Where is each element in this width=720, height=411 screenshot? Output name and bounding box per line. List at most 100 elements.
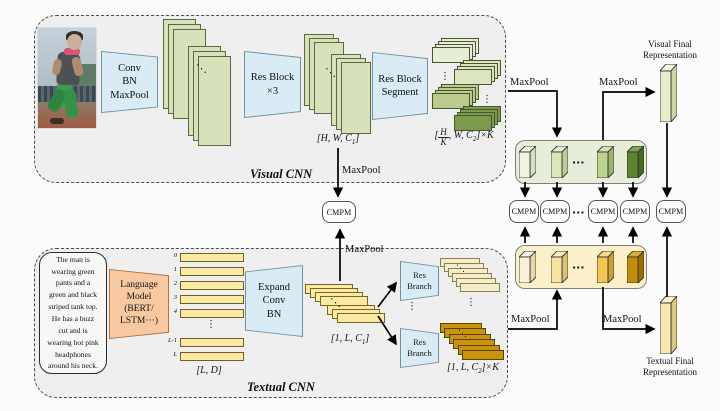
trapezoid-fill — [401, 329, 438, 367]
language-model-line: Model — [126, 292, 152, 303]
visual-segment-bar — [627, 146, 644, 178]
cmpm-module: CMPM — [509, 200, 539, 223]
token-row-bar — [180, 253, 244, 262]
photo-person-head — [67, 34, 82, 50]
expand-line: Conv — [262, 295, 286, 307]
token-row-bar — [180, 338, 244, 347]
trapezoid-fill — [102, 52, 157, 112]
maxpool-label: MaxPool — [511, 314, 550, 325]
textual-final-bar — [660, 296, 677, 354]
maxpool-label: MaxPool — [510, 77, 549, 88]
description-line: pants and a — [55, 278, 91, 288]
ellipsis-diagonal: ⋱ — [196, 62, 207, 75]
visual-feature-dims-label: [H, W, C1] — [316, 133, 360, 146]
visual-segment-bar — [519, 146, 536, 178]
pedestrian-image — [37, 27, 97, 129]
cmpm-module: CMPM — [588, 200, 618, 223]
branch-output-plank — [460, 283, 500, 292]
trapezoid-fill — [245, 52, 300, 117]
description-line: green and black — [48, 290, 98, 300]
textual-segment-bar — [597, 251, 614, 283]
language-model-line: Language — [120, 280, 158, 291]
cmpm-label: CMPM — [622, 207, 648, 216]
arrow-segments-to-container — [508, 90, 563, 138]
maxpool-label: MaxPool — [599, 77, 638, 88]
ellipsis-horizontal: ··· — [572, 156, 585, 169]
textual-cnn-title: Textual CNN — [247, 380, 315, 394]
description-line: wearing green — [51, 266, 95, 276]
token-row-bar — [180, 295, 244, 304]
conv-line: BN — [122, 76, 137, 88]
ellipsis-vertical: ⋮ — [407, 301, 417, 312]
token-row-bar — [180, 267, 244, 276]
res-branch-line: Res — [413, 270, 426, 281]
text-description-bubble: The man is wearing green pants and a gre… — [39, 252, 107, 374]
cmpm-label: CMPM — [658, 207, 684, 216]
description-line: striped tank top. — [48, 302, 98, 312]
token-row-bar — [180, 352, 244, 361]
visual-segment-bar — [597, 146, 614, 178]
cmpm-label: CMPM — [590, 207, 616, 216]
token-row-bar — [180, 281, 244, 290]
segment-block-line: Segment — [381, 87, 419, 98]
ellipsis-diagonal: ⋱ — [330, 296, 341, 309]
cmpm-label: CMPM — [542, 207, 568, 216]
maxpool-label: MaxPool — [342, 165, 381, 176]
cmpm-module: CMPM — [540, 200, 570, 223]
cmpm-module-global: CMPM — [656, 200, 686, 223]
ellipsis-diagonal: ⋱ — [325, 66, 336, 79]
token-row-label: 2 — [173, 280, 177, 287]
ellipsis-vertical: ⋮ — [440, 71, 450, 82]
cmpm-module-center: CMPM — [322, 201, 356, 223]
textual-segment-bar — [551, 251, 568, 283]
description-line: headphones — [55, 349, 91, 359]
photo-person-shoe — [49, 118, 64, 124]
language-model-line: (BERT/ — [124, 304, 154, 314]
textual-segment-bar — [519, 251, 536, 283]
token-row-label: L — [173, 351, 177, 358]
visual-segment-features-container — [515, 140, 647, 184]
textual-segment-features-container — [515, 245, 647, 289]
cmpm-module: CMPM — [620, 200, 650, 223]
textual-feature-dims-label: [1, L, C1] — [330, 333, 370, 346]
token-row-bar — [180, 309, 244, 318]
res-branch-line: Branch — [407, 281, 432, 291]
description-line: The man is — [56, 254, 90, 264]
photo-person-headphones — [64, 48, 81, 55]
expand-line: BN — [266, 308, 282, 320]
trapezoid-fill — [401, 262, 438, 300]
photo-person-leg — [63, 89, 79, 119]
maxpool-label: MaxPool — [603, 314, 642, 325]
maxpool-label: MaxPool — [345, 244, 384, 255]
trapezoid-fill — [246, 266, 302, 336]
description-line: around his neck. — [48, 361, 98, 371]
expand-line: Expand — [257, 282, 291, 294]
res-block-x3: Res Block×3 — [244, 51, 301, 118]
visual-final-bar — [660, 64, 677, 122]
textual-segment-bar — [627, 251, 644, 283]
trapezoid-fill — [373, 53, 427, 119]
ellipsis-vertical: ⋮ — [206, 319, 216, 330]
token-row-label: 1 — [173, 266, 177, 273]
segment-sheet — [432, 93, 470, 109]
language-model-line: LSTM···) — [120, 315, 158, 326]
ellipsis-diagonal: ⋱ — [456, 264, 465, 274]
segment-sheet — [454, 115, 492, 131]
ellipsis-vertical: ⋮ — [466, 297, 476, 308]
visual-feature-sheet — [198, 56, 231, 146]
cmpm-label: CMPM — [511, 207, 537, 216]
res-branch-line: Branch — [407, 348, 432, 358]
res-branch-line: Res — [413, 337, 426, 348]
segment-sheet — [454, 69, 492, 85]
res-block-line: Res Block — [250, 72, 295, 84]
segment-block-line: Res Block — [378, 73, 422, 85]
